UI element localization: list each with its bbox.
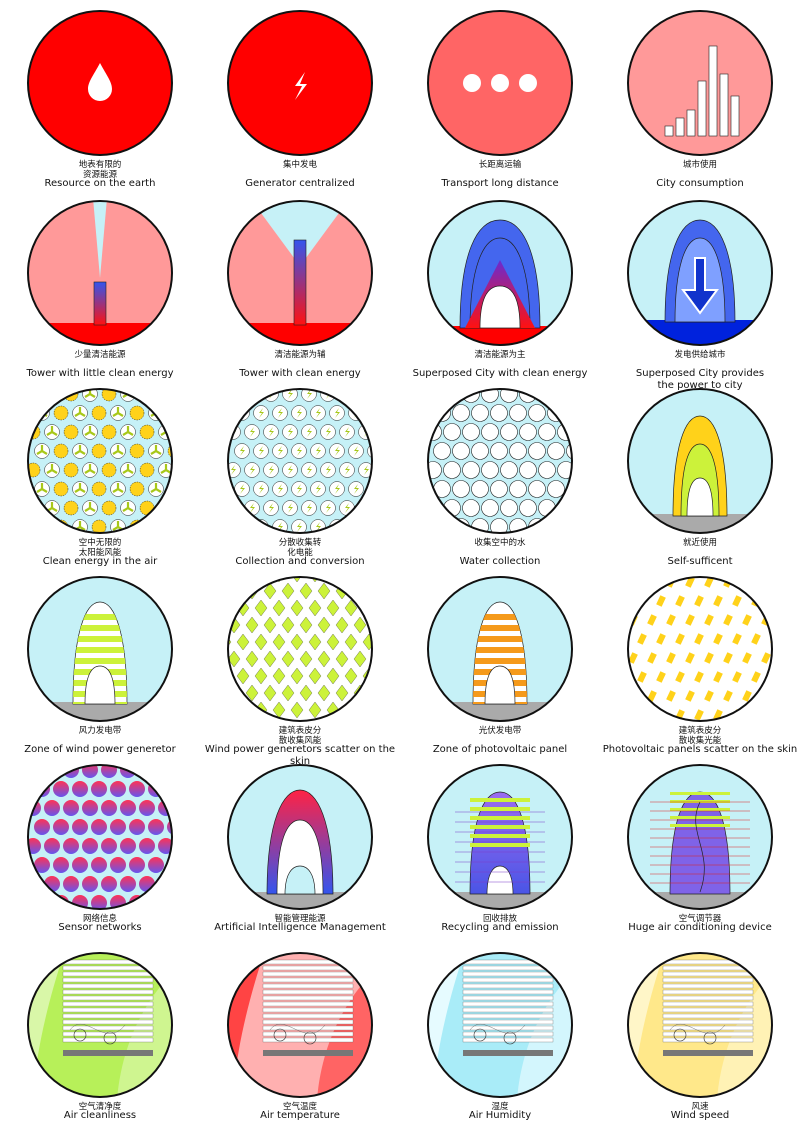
tower-icon [227, 200, 373, 346]
diagram-cell: 长距离运输 Transport long distance [400, 0, 600, 189]
sensor-dots-icon [27, 764, 173, 910]
english-caption: Water collection [459, 556, 541, 567]
english-caption: Transport long distance [441, 178, 559, 189]
chinese-caption: 发电供给城市 [674, 350, 726, 360]
chinese-caption: 风力发电带 [78, 726, 122, 736]
diagram-cell: 风力发电带 Zone of wind power generetor [0, 566, 200, 755]
bar-chart-icon [627, 10, 773, 156]
superposed-city-icon [427, 200, 573, 346]
chinese-caption: 清洁能源为辅 [274, 350, 326, 360]
city-section-icon [227, 952, 373, 1098]
english-caption: Zone of photovoltaic panel [432, 744, 568, 755]
city-section-icon [427, 952, 573, 1098]
water-drop-icon [27, 10, 173, 156]
english-caption: Superposed City with clean energy [412, 368, 588, 379]
chinese-caption: 风速 [691, 1102, 709, 1112]
chinese-caption: 空气温度 [282, 1102, 317, 1112]
chinese-caption: 建筑表皮分 散收集光能 [678, 726, 722, 746]
chinese-caption: 分散收集转 化电能 [278, 538, 322, 558]
english-caption: Photovoltaic panels scatter on the skin [602, 744, 798, 755]
chinese-caption: 建筑表皮分 散收集风能 [278, 726, 322, 746]
chinese-caption: 清洁能源为主 [474, 350, 526, 360]
diagram-cell: 城市使用 City consumption [600, 0, 800, 189]
english-caption: Zone of wind power generetor [24, 744, 176, 755]
english-caption: Wind speed [670, 1110, 730, 1121]
lightning-icon [227, 10, 373, 156]
english-caption: Collection and conversion [235, 556, 365, 567]
english-caption: Sensor networks [58, 922, 142, 933]
recycle-icon [427, 764, 573, 910]
diagram-cell: 集中发电 Generator centralized [200, 0, 400, 189]
english-caption: Recycling and emission [441, 922, 559, 933]
english-caption: Wind power generetors scatter on the ski… [204, 744, 396, 767]
ai-building-icon [227, 764, 373, 910]
english-caption: Air temperature [260, 1110, 340, 1121]
english-caption: City consumption [656, 178, 744, 189]
fan-sun-icon [27, 388, 173, 534]
chinese-caption: 光伏发电带 [478, 726, 522, 736]
three-dots-icon [427, 10, 573, 156]
wind-zone-icon [27, 576, 173, 722]
diagram-cell: 光伏发电带 Zone of photovoltaic panel [400, 566, 600, 755]
chinese-caption: 空气清净度 [78, 1102, 122, 1112]
english-caption: Clean energy in the air [42, 556, 158, 567]
chinese-caption: 收集空中的水 [474, 538, 526, 548]
english-caption: Artificial Intelligence Management [214, 922, 386, 933]
diamond-pattern-icon [227, 576, 373, 722]
building-icon [627, 388, 773, 534]
city-section-icon [627, 952, 773, 1098]
chinese-caption: 地表有限的 资源能源 [78, 160, 122, 180]
english-caption: Huge air conditioning device [628, 922, 772, 933]
english-caption: Resource on the earth [44, 178, 156, 189]
city-section-icon [27, 952, 173, 1098]
chinese-caption: 空气调节器 [678, 914, 722, 924]
chinese-caption: 空中无限的 太阳能风能 [78, 538, 122, 558]
water-bubbles-icon [427, 388, 573, 534]
diagram-cell: 就近使用 Self-sufficent [600, 378, 800, 567]
solar-zone-icon [427, 576, 573, 722]
english-caption: Air Humidity [468, 1110, 532, 1121]
chinese-caption: 网络信息 [82, 914, 117, 924]
arrow-down-icon [627, 200, 773, 346]
english-caption: Generator centralized [245, 178, 355, 189]
diagram-cell: 清洁能源为辅 Tower with clean energy [200, 190, 400, 379]
air-conditioner-icon [627, 764, 773, 910]
lightning-pattern-icon [227, 388, 373, 534]
chinese-caption: 就近使用 [682, 538, 717, 548]
chinese-caption: 城市使用 [682, 160, 717, 170]
diagram-cell: 收集空中的水 Water collection [400, 378, 600, 567]
english-caption: Tower with little clean energy [26, 368, 174, 379]
chinese-caption: 少量清洁能源 [74, 350, 126, 360]
chinese-caption: 长距离运输 [478, 160, 522, 170]
english-caption: Superposed City provides the power to ci… [635, 368, 765, 391]
diagram-cell: 清洁能源为主 Superposed City with clean energy [400, 190, 600, 379]
chinese-caption: 集中发电 [282, 160, 317, 170]
diagram-cell: 发电供给城市 Superposed City provides the power… [600, 190, 800, 391]
panel-pattern-icon [627, 576, 773, 722]
chinese-caption: 回收排放 [482, 914, 517, 924]
tower-icon [27, 200, 173, 346]
chinese-caption: 智能管理能源 [274, 914, 326, 924]
chinese-caption: 湿度 [491, 1102, 509, 1112]
english-caption: Self-sufficent [667, 556, 733, 567]
english-caption: Tower with clean energy [239, 368, 361, 379]
english-caption: Air cleanliness [63, 1110, 137, 1121]
diagram-cell: 少量清洁能源 Tower with little clean energy [0, 190, 200, 379]
